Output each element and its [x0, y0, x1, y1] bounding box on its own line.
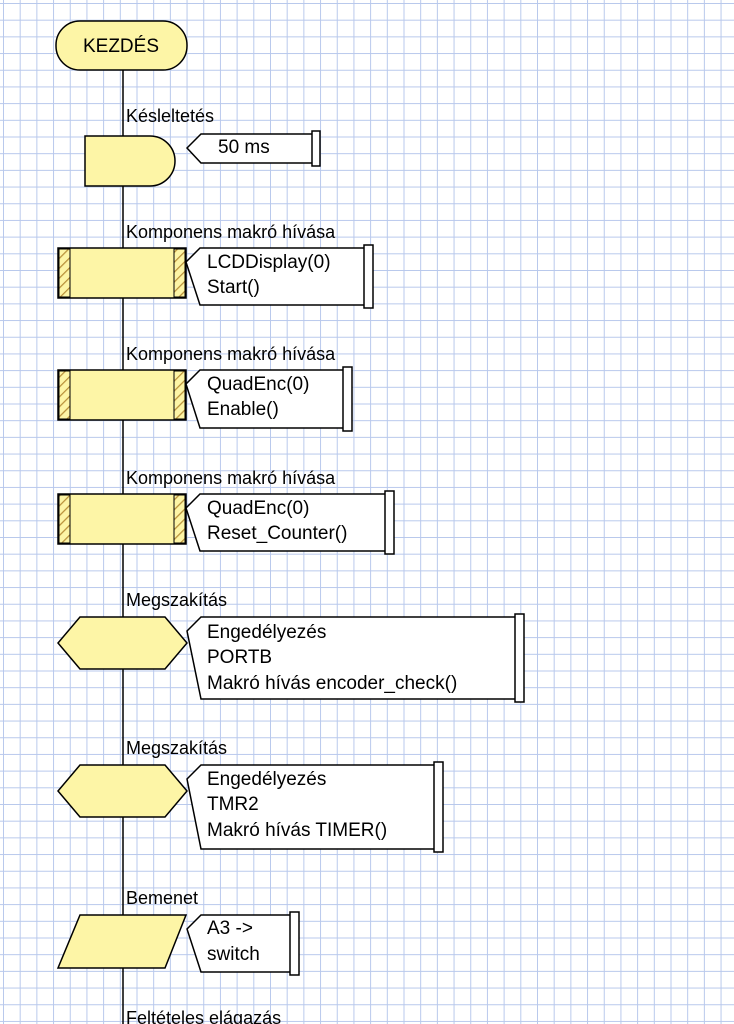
- input-step[interactable]: Bemenet A3 -> switch: [56, 888, 300, 976]
- step-title: Bemenet: [126, 888, 198, 908]
- callout-line: Enable(): [207, 399, 279, 420]
- step-title: Komponens makró hívása: [126, 222, 336, 242]
- decision-step[interactable]: Feltételes elágazás: [126, 1008, 281, 1024]
- step-callout: Engedélyezés TMR2 Makró hívás TIMER(): [186, 761, 444, 853]
- delay-step[interactable]: Késleltetés 50 ms: [84, 106, 321, 187]
- callout-line: Makró hívás TIMER(): [207, 820, 387, 841]
- step-callout: LCDDisplay(0) Start(): [185, 244, 374, 309]
- step-title: Késleltetés: [126, 106, 214, 126]
- callout-line: LCDDisplay(0): [207, 252, 331, 273]
- step-title: Komponens makró hívása: [126, 344, 336, 364]
- callout-line: QuadEnc(0): [207, 498, 309, 519]
- component-macro-step[interactable]: Komponens makró hívása QuadEnc(0) Reset_…: [57, 468, 395, 555]
- start-label: KEZDÉS: [83, 36, 159, 57]
- callout-line: TMR2: [207, 794, 259, 815]
- callout-line: A3 ->: [207, 918, 253, 939]
- step-title: Komponens makró hívása: [126, 468, 336, 488]
- callout-line: Start(): [207, 277, 260, 298]
- callout-line: PORTB: [207, 647, 272, 668]
- step-callout: 50 ms: [185, 130, 321, 167]
- interrupt-step[interactable]: Megszakítás Engedélyezés PORTB Makró hív…: [57, 590, 525, 703]
- step-callout: QuadEnc(0) Enable(): [185, 366, 353, 432]
- step-title: Feltételes elágazás: [126, 1008, 281, 1024]
- callout-line: Makró hívás encoder_check(): [207, 673, 457, 694]
- step-callout: A3 -> switch: [186, 911, 300, 976]
- start-terminal[interactable]: KEZDÉS: [55, 20, 188, 71]
- interrupt-step[interactable]: Megszakítás Engedélyezés TMR2 Makró hívá…: [57, 738, 444, 853]
- component-macro-step[interactable]: Komponens makró hívása LCDDisplay(0) Sta…: [57, 222, 374, 309]
- step-title: Megszakítás: [126, 738, 227, 758]
- step-title: Megszakítás: [126, 590, 227, 610]
- callout-line: Engedélyezés: [207, 769, 326, 790]
- callout-line: Reset_Counter(): [207, 523, 347, 544]
- component-macro-step[interactable]: Komponens makró hívása QuadEnc(0) Enable…: [57, 344, 353, 432]
- step-callout: Engedélyezés PORTB Makró hívás encoder_c…: [186, 613, 525, 703]
- callout-line: Engedélyezés: [207, 622, 326, 643]
- callout-line: 50 ms: [218, 137, 270, 158]
- callout-line: switch: [207, 944, 260, 965]
- callout-line: QuadEnc(0): [207, 374, 309, 395]
- step-callout: QuadEnc(0) Reset_Counter(): [185, 490, 395, 555]
